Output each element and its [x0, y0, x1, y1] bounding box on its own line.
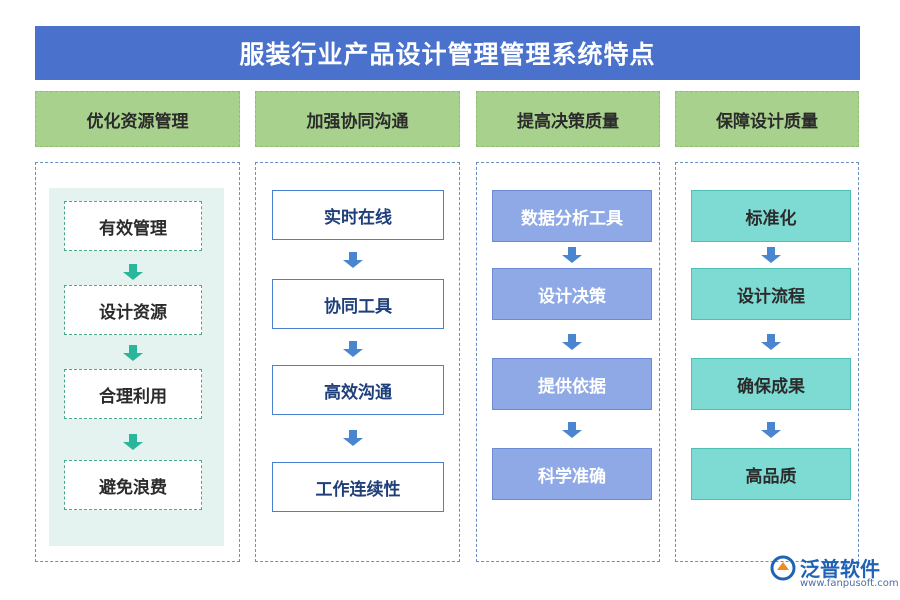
brand-logo: 泛普软件 www.fanpusoft.com — [770, 553, 899, 595]
arrow-down-icon — [343, 430, 363, 446]
node-2-2: 协同工具 — [272, 279, 444, 329]
column-header-4: 保障设计质量 — [675, 91, 859, 147]
arrow-down-icon — [123, 434, 143, 450]
arrow-down-icon — [562, 247, 582, 263]
node-3-4: 科学准确 — [492, 448, 652, 500]
node-2-1: 实时在线 — [272, 190, 444, 240]
node-1-1: 有效管理 — [64, 201, 202, 251]
arrow-down-icon — [761, 247, 781, 263]
arrow-down-icon — [123, 264, 143, 280]
node-4-3: 确保成果 — [691, 358, 851, 410]
node-4-1: 标准化 — [691, 190, 851, 242]
node-4-2: 设计流程 — [691, 268, 851, 320]
node-2-4: 工作连续性 — [272, 462, 444, 512]
node-3-3: 提供依据 — [492, 358, 652, 410]
arrow-down-icon — [343, 252, 363, 268]
arrow-down-icon — [761, 334, 781, 350]
node-3-2: 设计决策 — [492, 268, 652, 320]
arrow-down-icon — [761, 422, 781, 438]
logo-name: 泛普软件 — [800, 557, 880, 581]
column-1-inner-panel: 有效管理 设计资源 合理利用 避免浪费 — [49, 188, 224, 546]
node-4-4: 高品质 — [691, 448, 851, 500]
arrow-down-icon — [562, 334, 582, 350]
arrow-down-icon — [343, 341, 363, 357]
column-panel-4: 标准化 设计流程 确保成果 高品质 — [675, 162, 859, 562]
column-panel-2: 实时在线 协同工具 高效沟通 工作连续性 — [255, 162, 460, 562]
column-panel-1: 有效管理 设计资源 合理利用 避免浪费 — [35, 162, 240, 562]
arrow-down-icon — [123, 345, 143, 361]
column-header-2: 加强协同沟通 — [255, 91, 460, 147]
column-header-1: 优化资源管理 — [35, 91, 240, 147]
arrow-down-icon — [562, 422, 582, 438]
column-header-3: 提高决策质量 — [476, 91, 660, 147]
node-1-2: 设计资源 — [64, 285, 202, 335]
fanpu-logo-icon — [770, 555, 796, 581]
node-1-3: 合理利用 — [64, 369, 202, 419]
page-title: 服装行业产品设计管理管理系统特点 — [35, 26, 860, 80]
column-panel-3: 数据分析工具 设计决策 提供依据 科学准确 — [476, 162, 660, 562]
node-2-3: 高效沟通 — [272, 365, 444, 415]
node-1-4: 避免浪费 — [64, 460, 202, 510]
logo-url: www.fanpusoft.com — [800, 578, 899, 589]
node-3-1: 数据分析工具 — [492, 190, 652, 242]
